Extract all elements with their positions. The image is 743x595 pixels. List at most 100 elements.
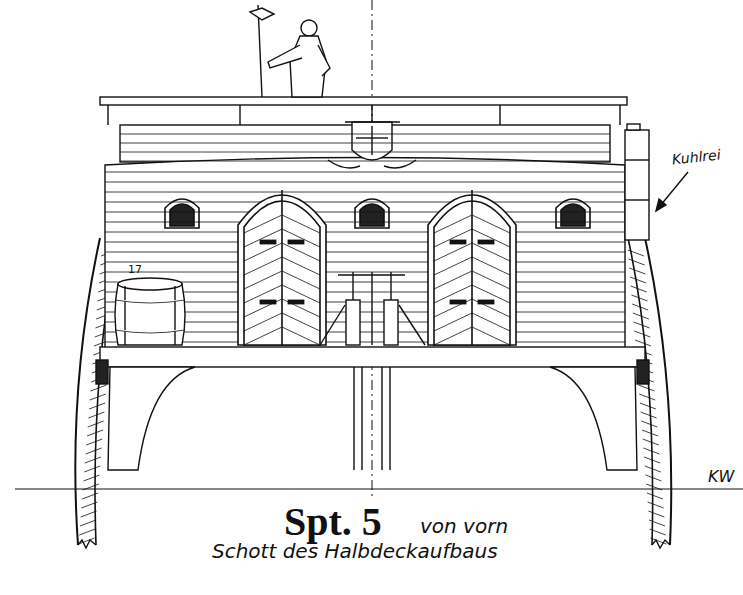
plank-line (105, 242, 625, 243)
door-board (434, 327, 472, 345)
door-board (434, 271, 472, 289)
door-board (244, 285, 282, 303)
hatch-line (83, 475, 99, 481)
hatch-line (638, 385, 654, 391)
door-board (244, 327, 282, 345)
door-board (244, 313, 282, 331)
hatch-line (631, 286, 647, 292)
plank-line (105, 192, 625, 193)
window (165, 199, 590, 228)
door-board (472, 229, 510, 247)
door-boards (244, 215, 510, 345)
hatch-line (79, 529, 95, 535)
hatch-line (641, 421, 657, 427)
plank-line (120, 134, 610, 135)
leader-arrow (656, 172, 688, 211)
door-board (472, 243, 510, 261)
door-board (282, 299, 320, 317)
door-board (472, 257, 510, 275)
hatch-line (86, 439, 102, 445)
hatch-line (630, 277, 646, 283)
hatch-line (83, 484, 99, 490)
door-hinge (288, 300, 304, 304)
door-hinge (478, 300, 494, 304)
plank-line (120, 143, 610, 144)
barrel (115, 278, 185, 345)
plank-line (105, 222, 625, 223)
hatch-line (648, 511, 664, 517)
pump (320, 272, 425, 345)
hatch-line (634, 331, 650, 337)
rail-post (625, 124, 649, 240)
plank-line (105, 202, 625, 203)
plank-line (105, 212, 625, 213)
door-board (472, 271, 510, 289)
door-board (244, 243, 282, 261)
hatch-line (88, 412, 104, 418)
plank-line (105, 272, 625, 273)
hatch-line (80, 520, 96, 526)
door-board (472, 215, 510, 233)
hatch-line (644, 457, 660, 463)
hatch-line (631, 295, 647, 301)
hatch-line (85, 457, 101, 463)
hatch-line (643, 448, 659, 454)
door (238, 190, 516, 345)
waterline (15, 488, 743, 489)
hatch-line (648, 502, 664, 508)
door-board (282, 229, 320, 247)
view-label: von vorn (420, 515, 508, 537)
hatch-line (645, 466, 661, 472)
door-board (244, 215, 282, 233)
hatch-line (89, 403, 105, 409)
door-board (282, 243, 320, 261)
door-hinge (478, 240, 494, 244)
hatch-line (650, 538, 666, 544)
door-hinge (260, 300, 276, 304)
door-board (434, 215, 472, 233)
hatch-line (635, 340, 651, 346)
hatch-line (634, 322, 650, 328)
hatch-line (643, 439, 659, 445)
hatch-line (646, 484, 662, 490)
hatch-line (647, 493, 663, 499)
part-label: Kuhlrei (671, 147, 721, 167)
hatch-line (640, 403, 656, 409)
door-board (472, 299, 510, 317)
hatch-line (646, 475, 662, 481)
hatch-line (633, 313, 649, 319)
callout-number: 17 (128, 264, 142, 276)
plank-line (105, 262, 625, 263)
hatch-line (628, 250, 644, 256)
door-board (434, 257, 472, 275)
plank-line (105, 182, 625, 183)
door-board (244, 271, 282, 289)
drawing-caption: Schott des Halbdeckaufbaus (212, 540, 498, 562)
door-hinge (450, 300, 466, 304)
hatch-line (88, 421, 104, 427)
hatch-line (81, 502, 97, 508)
hatch-line (629, 259, 645, 265)
door-board (244, 229, 282, 247)
hatch-line (84, 466, 100, 472)
bulkhead-wall (105, 158, 625, 349)
door-board (434, 285, 472, 303)
door-board (472, 313, 510, 331)
plank-line (105, 232, 625, 233)
door-board (244, 299, 282, 317)
top-rail (100, 97, 627, 125)
door-hinge (288, 240, 304, 244)
deck-beam (96, 347, 649, 470)
door-board (282, 313, 320, 331)
door-hinge (450, 240, 466, 244)
hatch-line (650, 529, 666, 535)
hatch-line (649, 520, 665, 526)
hatch-line (87, 430, 103, 436)
door-board (282, 285, 320, 303)
door-hinge (260, 240, 276, 244)
door-board (434, 243, 472, 261)
door-board (282, 257, 320, 275)
plank-line (120, 152, 610, 153)
door-board (434, 299, 472, 317)
hatch-line (81, 511, 97, 517)
